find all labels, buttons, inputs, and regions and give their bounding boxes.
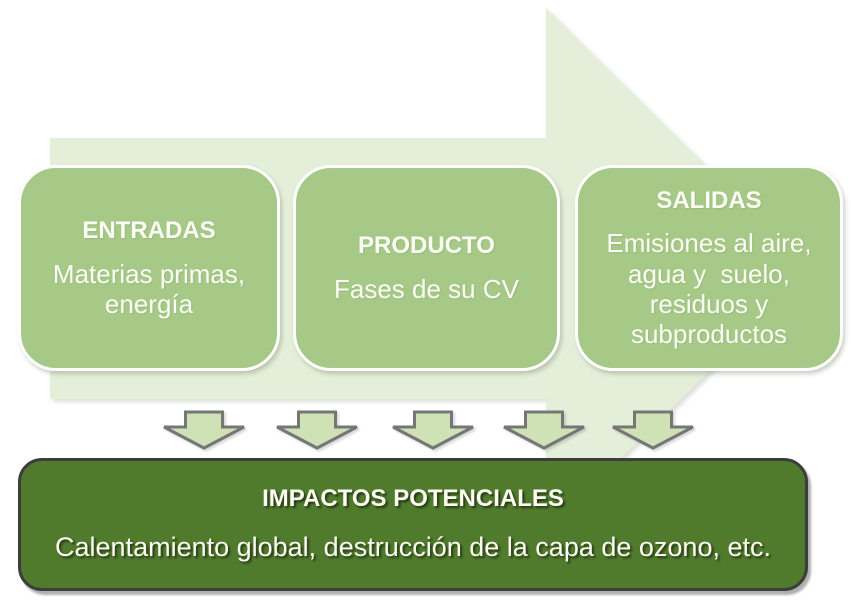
down-arrow-shape	[163, 410, 245, 450]
salidas-box: SALIDAS Emisiones al aire, agua y suelo,…	[575, 165, 843, 371]
down-arrow-icon	[503, 410, 585, 450]
down-arrow-shape	[612, 410, 694, 450]
impactos-title: IMPACTOS POTENCIALES	[262, 485, 564, 513]
producto-box: PRODUCTO Fases de su CV	[293, 165, 560, 371]
salidas-body: Emisiones al aire, agua y suelo, residuo…	[606, 228, 812, 349]
down-arrow-icon	[163, 410, 245, 450]
down-arrow-shape	[503, 410, 585, 450]
down-arrow-icon	[392, 410, 474, 450]
impactos-body: Calentamiento global, destrucción de la …	[55, 531, 771, 562]
entradas-box: ENTRADAS Materias primas, energía	[18, 165, 280, 371]
down-arrow-shape	[276, 410, 358, 450]
entradas-title: ENTRADAS	[82, 217, 216, 245]
down-arrow-shape	[392, 410, 474, 450]
down-arrow-icon	[612, 410, 694, 450]
producto-title: PRODUCTO	[358, 232, 495, 260]
producto-body: Fases de su CV	[334, 273, 519, 304]
entradas-body: Materias primas, energía	[52, 258, 246, 319]
impactos-potenciales-box: IMPACTOS POTENCIALES Calentamiento globa…	[18, 458, 808, 591]
salidas-title: SALIDAS	[656, 186, 762, 214]
down-arrow-icon	[276, 410, 358, 450]
